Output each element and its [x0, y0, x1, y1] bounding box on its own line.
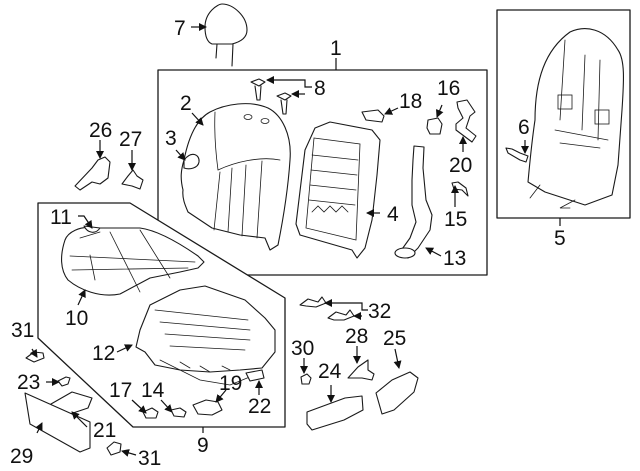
callout-3[interactable]: 3 [165, 127, 177, 150]
callout-2[interactable]: 2 [180, 92, 192, 115]
connector[interactable] [426, 117, 443, 135]
lumbar-motor-plate[interactable] [192, 399, 223, 416]
callout-30[interactable]: 30 [291, 337, 314, 360]
callout-12[interactable]: 12 [92, 342, 115, 365]
recliner-cover[interactable] [74, 156, 111, 191]
callout-24[interactable]: 24 [318, 360, 342, 383]
outer-trim-panel[interactable] [306, 395, 364, 431]
hooks[interactable] [299, 296, 355, 321]
headrest[interactable] [204, 3, 248, 67]
callout-labels: 1 2 3 4 5 6 7 8 9 10 11 12 13 14 15 16 1… [10, 17, 566, 470]
callout-29[interactable]: 29 [10, 445, 33, 468]
callout-32[interactable]: 32 [368, 300, 391, 323]
callout-20[interactable]: 20 [449, 154, 472, 177]
callout-11[interactable]: 11 [50, 206, 72, 229]
control-module[interactable] [245, 369, 265, 382]
seat-cushion-frame[interactable] [135, 285, 276, 386]
module-bracket[interactable] [361, 109, 385, 123]
air-duct[interactable] [394, 145, 433, 259]
switch-knob[interactable] [142, 407, 159, 419]
callout-13[interactable]: 13 [443, 247, 466, 270]
callout-10[interactable]: 10 [65, 307, 88, 330]
cap[interactable] [300, 373, 312, 385]
callout-15[interactable]: 15 [444, 208, 467, 231]
callout-25[interactable]: 25 [383, 327, 406, 350]
callout-9[interactable]: 9 [197, 434, 209, 457]
headrest-guides[interactable] [250, 78, 292, 115]
seat-back-panel-clip[interactable] [505, 147, 529, 163]
mounting-bracket[interactable] [347, 359, 375, 381]
callout-6[interactable]: 6 [518, 116, 530, 139]
callout-26[interactable]: 26 [89, 119, 112, 142]
callout-18[interactable]: 18 [399, 90, 422, 113]
seat-back-cover-bolster-patch[interactable] [183, 153, 200, 170]
callout-19[interactable]: 19 [219, 372, 242, 395]
leader-lines [29, 23, 561, 457]
callout-1[interactable]: 1 [330, 37, 342, 60]
callout-27[interactable]: 27 [119, 128, 142, 151]
inner-trim-panel[interactable] [375, 371, 419, 415]
callout-31-lower[interactable]: 31 [138, 447, 161, 470]
callout-17[interactable]: 17 [109, 379, 132, 402]
callout-16[interactable]: 16 [437, 77, 460, 100]
callout-4[interactable]: 4 [387, 203, 399, 226]
seat-back-cover[interactable] [180, 103, 291, 251]
knob[interactable] [57, 376, 71, 387]
recliner-bracket[interactable] [121, 169, 144, 190]
callout-7[interactable]: 7 [174, 17, 186, 40]
wiring-bracket[interactable] [455, 99, 477, 143]
seat-back-frame[interactable] [295, 121, 381, 259]
callout-22[interactable]: 22 [248, 395, 271, 418]
seat-back-panel[interactable] [527, 28, 625, 209]
callout-14[interactable]: 14 [141, 379, 165, 402]
callout-31-upper[interactable]: 31 [11, 319, 34, 342]
retainer-clip-lower[interactable] [106, 441, 122, 456]
callout-8[interactable]: 8 [314, 77, 326, 100]
small-clip[interactable] [170, 407, 187, 418]
callout-5[interactable]: 5 [554, 227, 566, 250]
callout-28[interactable]: 28 [345, 325, 368, 348]
callout-23[interactable]: 23 [17, 371, 40, 394]
callout-21[interactable]: 21 [93, 419, 116, 442]
